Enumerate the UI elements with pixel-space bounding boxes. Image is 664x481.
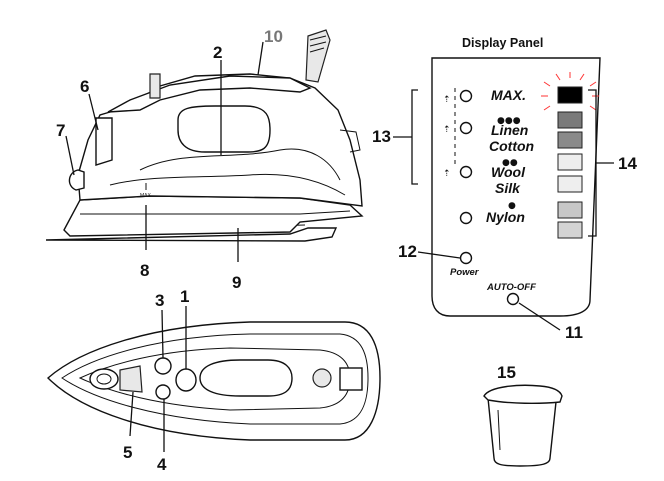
spray-button (154, 357, 172, 375)
cotton-label: Cotton (489, 138, 534, 154)
wool-block-2 (557, 175, 583, 193)
iron-handle (107, 75, 312, 113)
nylon-dots: ● (508, 201, 516, 211)
silk-label: Silk (495, 180, 521, 196)
max-glow-icon (541, 72, 599, 111)
rear-knob-top (312, 368, 332, 388)
power-label: Power (450, 267, 480, 278)
linen-label: Linen (491, 122, 528, 138)
linen-indicator-light (459, 121, 473, 135)
svg-text:⇡: ⇡ (443, 125, 451, 135)
water-tank-opening (89, 368, 119, 390)
burst-of-steam-button (175, 368, 197, 392)
handle-top (199, 359, 293, 397)
callout-4: 4 (157, 455, 167, 474)
display-panel-title: Display Panel (462, 36, 543, 50)
nylon-label: Nylon (486, 209, 525, 225)
measuring-cup-icon (483, 384, 563, 467)
max-mark-label: MAX (140, 193, 152, 199)
nylon-block-2 (557, 221, 583, 239)
auto-off-label: AUTO-OFF (486, 282, 536, 293)
svg-text:⇡: ⇡ (443, 169, 451, 179)
wool-label: Wool (491, 164, 526, 180)
auto-off-indicator-light (506, 292, 520, 306)
callout-2: 2 (213, 43, 222, 62)
max-label: MAX. (491, 87, 526, 103)
svg-text:⇡: ⇡ (443, 95, 451, 105)
steam-icon-max: ⇡ (443, 95, 451, 105)
steam-control-top (119, 365, 143, 393)
callout-13: 13 (372, 127, 391, 146)
linen-dots: ●●● (497, 116, 521, 126)
self-clean-button (155, 384, 171, 400)
callout-12: 12 (398, 242, 417, 261)
rear-dial (68, 169, 85, 191)
handle-window (177, 105, 271, 153)
nylon-block-1 (557, 201, 583, 219)
wool-dots: ●● (502, 158, 518, 168)
wool-block-1 (557, 153, 583, 171)
callout-6: 6 (80, 77, 89, 96)
callout-15: 15 (497, 363, 516, 382)
nylon-indicator-light (459, 211, 473, 225)
max-indicator-light (459, 89, 473, 103)
callout-14: 14 (618, 154, 637, 173)
callout-5: 5 (123, 443, 132, 462)
power-indicator-light (459, 251, 473, 265)
linen-block-1 (557, 111, 583, 129)
callout-3: 3 (155, 291, 164, 310)
callout-8: 8 (140, 261, 149, 280)
temperature-dial-side (95, 117, 113, 166)
display-panel: Display Panel ⇡ ⇡ ⇡ MAX. ●●● Linen Cotto… (431, 36, 601, 317)
steam-icon-linen: ⇡ (443, 125, 451, 135)
wool-indicator-light (459, 165, 473, 179)
callout-11: 11 (565, 323, 583, 342)
callout-1: 1 (180, 287, 189, 306)
iron-top-view (46, 321, 381, 441)
soleplate (45, 227, 338, 242)
linen-block-2 (557, 131, 583, 149)
callout-7: 7 (56, 121, 65, 140)
iron-side-view: MAX (45, 29, 364, 242)
callout-10: 10 (264, 27, 283, 46)
rear-panel-top (339, 367, 363, 391)
steam-icon-wool: ⇡ (443, 169, 451, 179)
spray-button-side (149, 73, 161, 99)
bracket-13 (411, 89, 418, 185)
temperature-indicator-column (557, 86, 583, 239)
cup-body (487, 397, 557, 467)
callout-9: 9 (232, 273, 241, 292)
max-block (557, 86, 583, 104)
cup-rim (483, 384, 563, 405)
